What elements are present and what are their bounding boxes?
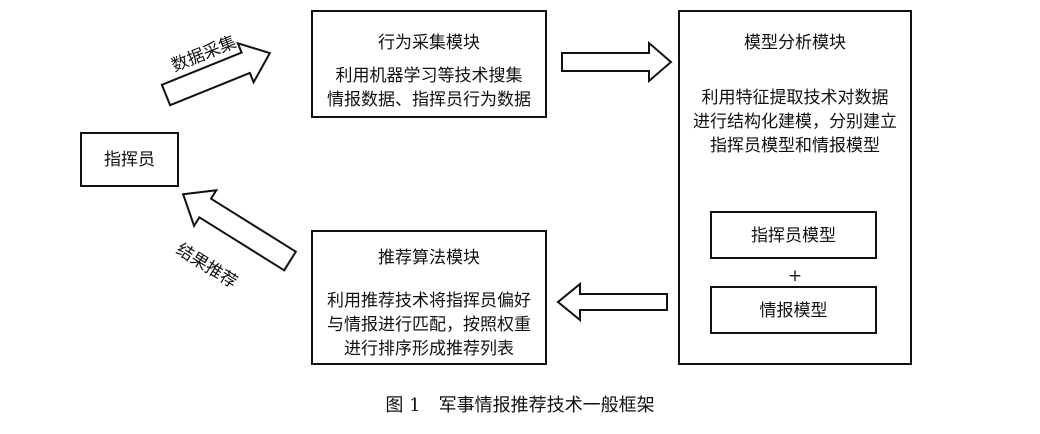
collect-to-analysis-arrow bbox=[561, 40, 673, 84]
analysis-line-1: 利用特征提取技术对数据 bbox=[701, 88, 889, 108]
result-recommend-arrow bbox=[181, 188, 298, 272]
recommend-line-2: 与情报进行匹配，按照权重 bbox=[327, 315, 531, 335]
figure-caption: 图 1 军事情报推荐技术一般框架 bbox=[385, 395, 655, 416]
collect-line-2: 情报数据、指挥员行为数据 bbox=[327, 90, 531, 110]
commander-model-label: 指挥员模型 bbox=[751, 226, 836, 246]
recommend-line-1: 利用推荐技术将指挥员偏好 bbox=[327, 291, 531, 311]
intel-model-box: 情报模型 bbox=[710, 286, 877, 334]
recommend-title: 推荐算法模块 bbox=[378, 248, 480, 268]
data-collect-arrow bbox=[160, 41, 272, 107]
analysis-title: 模型分析模块 bbox=[744, 33, 846, 53]
analysis-line-3: 指挥员模型和情报模型 bbox=[710, 136, 880, 156]
commander-box: 指挥员 bbox=[80, 132, 179, 187]
analysis-to-recommend-arrow bbox=[556, 281, 668, 323]
recommend-line-3: 进行排序形成推荐列表 bbox=[344, 339, 514, 359]
analysis-module-box: 模型分析模块 利用特征提取技术对数据 进行结构化建模，分别建立 指挥员模型和情报… bbox=[678, 10, 912, 365]
plus-sign: + bbox=[787, 266, 803, 286]
commander-label: 指挥员 bbox=[104, 150, 155, 170]
recommend-module-box: 推荐算法模块 利用推荐技术将指挥员偏好 与情报进行匹配，按照权重 进行排序形成推… bbox=[311, 230, 547, 365]
collect-module-box: 行为采集模块 利用机器学习等技术搜集 情报数据、指挥员行为数据 bbox=[311, 10, 547, 118]
analysis-line-2: 进行结构化建模，分别建立 bbox=[693, 112, 897, 132]
commander-model-box: 指挥员模型 bbox=[710, 211, 877, 259]
collect-title: 行为采集模块 bbox=[378, 33, 480, 53]
intel-model-label: 情报模型 bbox=[759, 301, 828, 321]
collect-line-1: 利用机器学习等技术搜集 bbox=[335, 66, 523, 86]
